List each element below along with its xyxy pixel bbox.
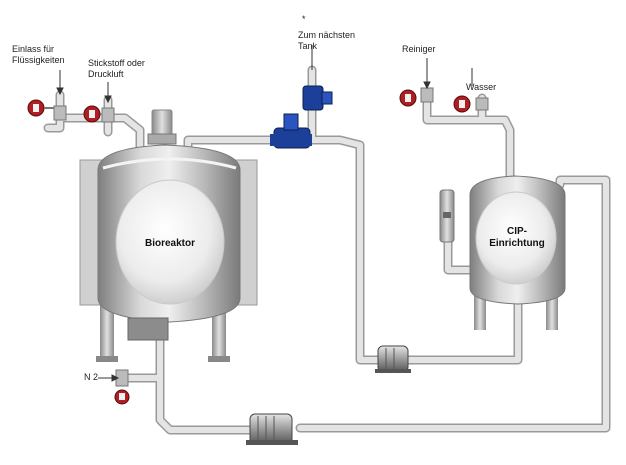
cip-vessel: [439, 175, 566, 330]
label-water: Wasser: [466, 82, 497, 92]
pump-main: [246, 413, 298, 445]
valve-nitrogen: [83, 105, 115, 123]
pump-cip: [375, 345, 411, 373]
valve-n2: [114, 369, 130, 405]
label-n2: N 2: [84, 372, 99, 382]
label-nitrogen-air: Stickstoff oder Druckluft: [88, 58, 145, 79]
valve-water: [453, 95, 489, 113]
pipe-network: [43, 65, 611, 435]
flow-arrows: [56, 45, 473, 382]
cip-window: [475, 191, 557, 285]
label-bioreactor: Bioreaktor: [144, 238, 195, 249]
valve-blue-main: [270, 113, 312, 149]
valve-inlet-liquids: [27, 99, 67, 121]
label-cip: CIP- Einrichtung: [489, 226, 545, 249]
bioreactor-window: [115, 179, 225, 305]
label-cleaner: Reiniger: [402, 44, 436, 54]
valve-cleaner: [399, 87, 434, 107]
label-inlet-liquids: Einlass für Flüssigkeiten: [12, 44, 65, 65]
bioreactor-vessel: [79, 109, 258, 362]
label-next-tank: Zum nächsten Tank: [298, 30, 356, 51]
valve-blue-upper: [302, 85, 333, 111]
label-next-tank-marker: *: [302, 14, 306, 24]
